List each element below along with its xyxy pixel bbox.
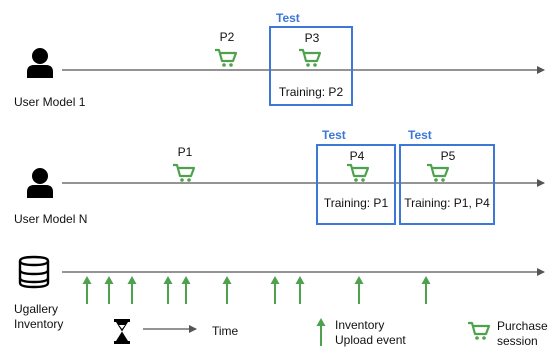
upload-arrow-icon	[294, 275, 306, 305]
upload-arrow-icon	[269, 275, 281, 305]
test-box: P3 Training: P2	[269, 26, 353, 106]
upload-arrow-icon	[420, 275, 432, 305]
test-header: Test	[276, 11, 300, 25]
legend-cart-icon	[466, 321, 491, 341]
legend-inventory-line2: Upload event	[335, 333, 406, 347]
legend-upload-arrow-icon	[315, 317, 327, 347]
inventory-label-line1: Ugallery	[14, 302, 59, 316]
upload-arrow-icon	[221, 275, 233, 305]
legend-purchase-line2: session	[497, 334, 538, 348]
hourglass-icon	[114, 319, 130, 344]
test-box: P4 Training: P1	[316, 144, 396, 225]
database-icon	[18, 255, 50, 289]
upload-arrow-icon	[103, 275, 115, 305]
user-n-icon	[27, 168, 53, 198]
user-1-icon	[27, 48, 53, 78]
test-header: Test	[322, 128, 346, 142]
inventory-label-line2: Inventory	[14, 317, 64, 331]
cart-icon-p1	[171, 163, 196, 183]
upload-arrow-icon	[162, 275, 174, 305]
purchase-label-p3: P3	[304, 31, 320, 45]
training-label: Training: P2	[278, 85, 344, 99]
user-1-label: User Model 1	[14, 95, 86, 109]
legend-purchase-line1: Purchase	[497, 319, 548, 333]
upload-arrow-icon	[180, 275, 192, 305]
upload-arrow-icon	[353, 275, 365, 305]
training-label: Training: P1, P4	[404, 196, 490, 210]
purchase-label-p4: P4	[349, 149, 365, 163]
upload-arrow-icon	[126, 275, 138, 305]
purchase-label-p2: P2	[219, 30, 235, 44]
test-header: Test	[408, 128, 432, 142]
test-box: P5 Training: P1, P4	[399, 144, 495, 225]
purchase-label-p5: P5	[440, 149, 456, 163]
cart-icon-p2	[213, 48, 238, 68]
purchase-label-p1: P1	[177, 145, 193, 159]
upload-arrow-icon	[81, 275, 93, 305]
user-n-label: User Model N	[14, 212, 88, 226]
legend-inventory-line1: Inventory	[335, 318, 385, 332]
legend-time-label: Time	[212, 324, 239, 338]
training-label: Training: P1	[323, 196, 389, 210]
